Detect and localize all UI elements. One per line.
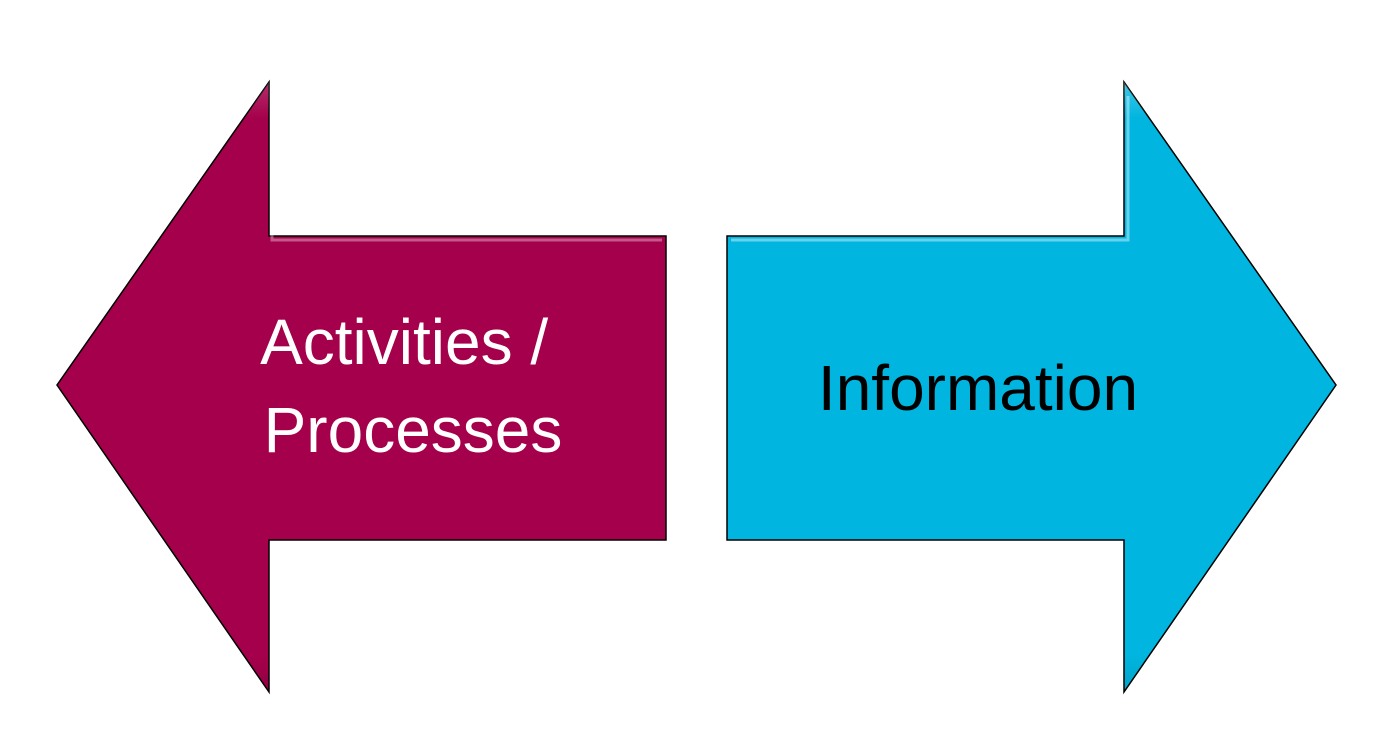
right-arrow-bevel xyxy=(727,82,1336,692)
left-arrow-bevel xyxy=(57,82,666,692)
right-arrow-label: Information xyxy=(818,352,1138,424)
left-arrow-label-line-2: Processes xyxy=(264,394,563,466)
left-arrow: Activities / Processes xyxy=(56,79,667,695)
right-arrow-label-line-1: Information xyxy=(818,352,1138,424)
right-arrow-highlight xyxy=(731,96,1130,242)
left-arrow-highlight xyxy=(270,96,662,242)
right-arrow: Information xyxy=(726,79,1337,695)
left-arrow-label: Activities / Processes xyxy=(260,306,566,466)
left-arrow-label-line-1: Activities / xyxy=(260,306,548,378)
